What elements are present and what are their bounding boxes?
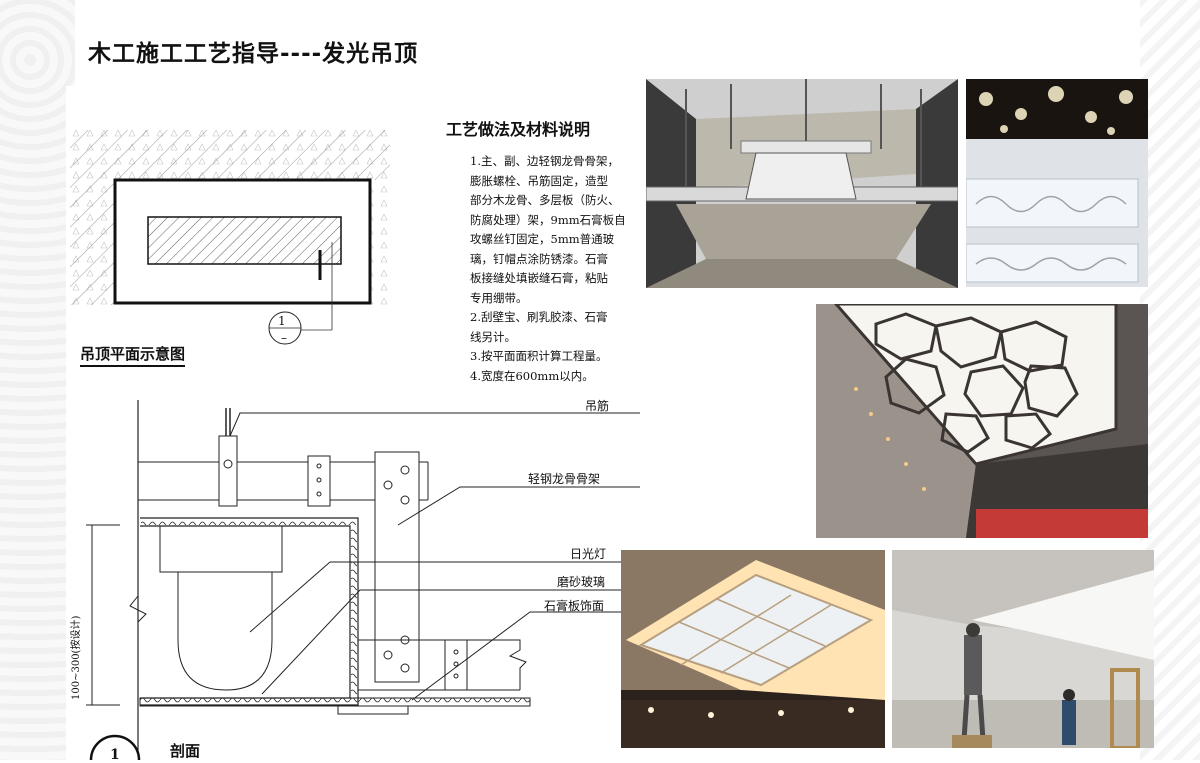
plan-marker-number: 1 xyxy=(278,314,286,328)
plan-marker-sub: – xyxy=(281,331,287,345)
section-marker-number: 1 xyxy=(110,747,120,763)
plan-title: 吊顶平面示意图 xyxy=(80,343,186,367)
decorative-floral-border-left xyxy=(0,0,75,760)
label-board: 石膏板饰面 xyxy=(544,599,605,613)
section-view xyxy=(86,400,640,760)
note-line: 璃，钉帽点涂防锈漆。石膏 xyxy=(470,251,608,266)
notes-title: 工艺做法及材料说明 xyxy=(446,120,591,139)
note-line: 防腐处理）架，9mm石膏板自 xyxy=(470,212,626,227)
plan-view xyxy=(70,130,390,345)
note-line: 板接缝处填嵌缝石膏，粘贴 xyxy=(470,271,608,285)
ceiling-drawing xyxy=(70,130,640,760)
label-hanger: 吊筋 xyxy=(585,399,610,413)
note-line: 2.刮壁宝、刷乳胶漆、石膏 xyxy=(470,310,608,324)
note-line: 攻螺丝钉固定，5mm普通玻 xyxy=(470,232,615,246)
photo-floral-glass-panels xyxy=(966,79,1148,287)
note-line: 4.宽度在600mm以内。 xyxy=(470,368,594,383)
label-frame: 轻钢龙骨骨架 xyxy=(528,472,601,486)
label-glass: 磨砂玻璃 xyxy=(557,575,606,589)
photo-3d-section-render xyxy=(646,79,958,288)
dimension-label: 100~300(按设计) xyxy=(71,615,82,700)
page-title: 木工施工工艺指导----发光吊顶 xyxy=(88,41,419,67)
label-lamp: 日光灯 xyxy=(570,547,607,561)
note-line: 部分木龙骨、多层板（防火、 xyxy=(470,193,620,207)
note-line: 线另计。 xyxy=(470,329,516,344)
section-title: 剖面 xyxy=(170,742,201,760)
photo-film-ceiling-installation xyxy=(892,550,1154,748)
note-line: 膨胀螺栓、吊筋固定，造型 xyxy=(470,173,608,188)
note-line: 3.按平面面积计算工程量。 xyxy=(470,349,608,363)
photo-square-light-box-ceiling xyxy=(621,550,885,748)
photo-voronoi-light-ceiling xyxy=(816,304,1148,538)
notes-list: 1.主、副、边轻钢龙骨骨架， 膨胀螺栓、吊筋固定，造型 部分木龙骨、多层板（防火… xyxy=(470,152,645,386)
note-line: 专用绷带。 xyxy=(470,290,528,305)
note-line: 1.主、副、边轻钢龙骨骨架， xyxy=(470,154,619,168)
